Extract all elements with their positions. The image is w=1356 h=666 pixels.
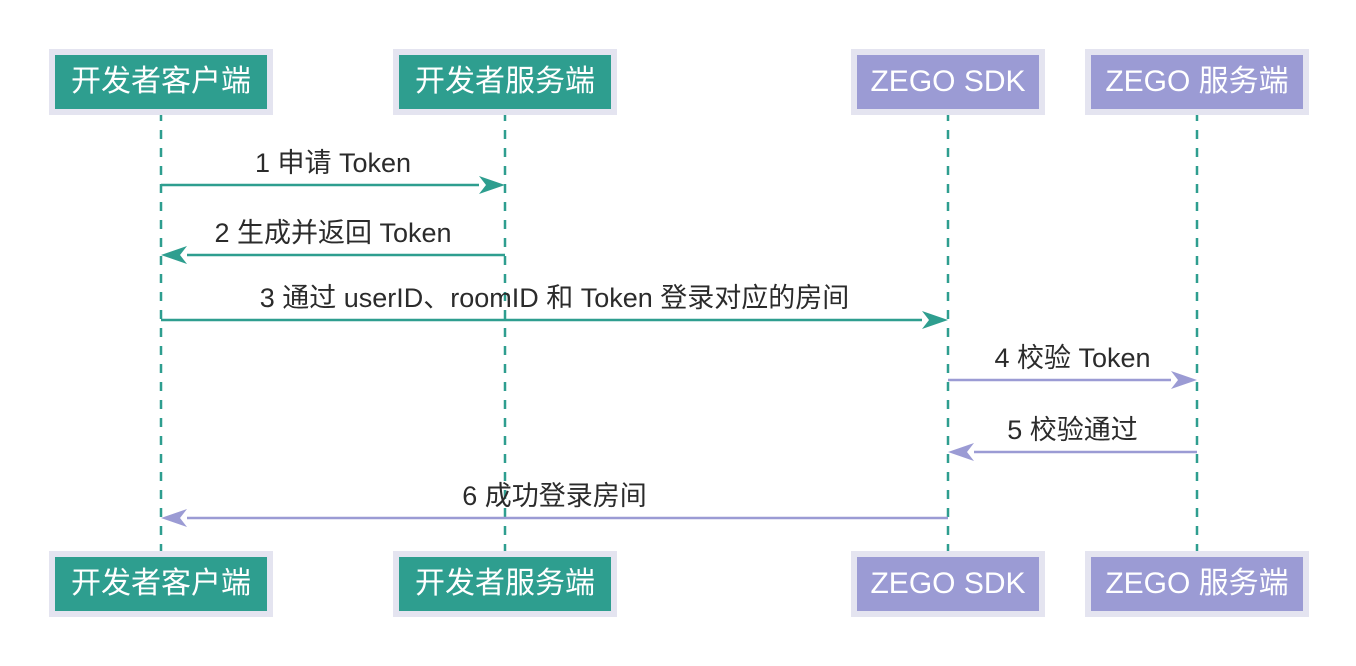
- participant-box-rect: [393, 49, 617, 115]
- participants-top-group: 开发者客户端 开发者服务端 ZEGO SDK ZEGO 服务端: [49, 49, 1309, 115]
- participant-box-rect: [1085, 49, 1309, 115]
- participant-box-rect: [393, 551, 617, 617]
- participant-box-rect: [49, 551, 273, 617]
- participant-label: ZEGO SDK: [870, 65, 1025, 98]
- lifelines-group: [159, 112, 1199, 554]
- participant-dev-server-top[interactable]: 开发者服务端: [393, 49, 617, 115]
- participant-box-rect: [1085, 551, 1309, 617]
- message-arrowhead: [1171, 371, 1197, 389]
- participant-box-rect: [851, 49, 1045, 115]
- participant-label: 开发者服务端: [415, 567, 595, 600]
- message-4[interactable]: 4 校验 Token: [948, 343, 1197, 389]
- message-label: 5 校验通过: [1007, 415, 1138, 445]
- participant-label: ZEGO 服务端: [1105, 65, 1288, 98]
- message-3[interactable]: 3 通过 userID、roomID 和 Token 登录对应的房间: [161, 283, 948, 329]
- participant-label: 开发者服务端: [415, 65, 595, 98]
- message-label: 3 通过 userID、roomID 和 Token 登录对应的房间: [260, 283, 850, 313]
- message-2[interactable]: 2 生成并返回 Token: [161, 218, 505, 264]
- message-label: 6 成功登录房间: [462, 481, 647, 511]
- message-arrowhead: [479, 176, 505, 194]
- participant-zego-sdk-bottom[interactable]: ZEGO SDK: [851, 551, 1045, 617]
- participant-label: ZEGO SDK: [870, 567, 1025, 600]
- message-arrowhead: [161, 246, 187, 264]
- participant-zego-server-bottom[interactable]: ZEGO 服务端: [1085, 551, 1309, 617]
- messages-group: 1 申请 Token 2 生成并返回 Token 3 通过 userID、roomI…: [161, 148, 1197, 527]
- message-label: 2 生成并返回 Token: [214, 218, 451, 248]
- participant-zego-sdk-top[interactable]: ZEGO SDK: [851, 49, 1045, 115]
- message-label: 4 校验 Token: [994, 343, 1150, 373]
- participant-label: 开发者客户端: [71, 567, 251, 600]
- message-arrowhead: [161, 509, 187, 527]
- participant-dev-client-top[interactable]: 开发者客户端: [49, 49, 273, 115]
- participant-zego-server-top[interactable]: ZEGO 服务端: [1085, 49, 1309, 115]
- participant-box-rect: [851, 551, 1045, 617]
- participant-label: 开发者客户端: [71, 65, 251, 98]
- message-label: 1 申请 Token: [255, 148, 411, 178]
- message-arrowhead: [948, 443, 974, 461]
- participant-label: ZEGO 服务端: [1105, 567, 1288, 600]
- message-5[interactable]: 5 校验通过: [948, 415, 1197, 461]
- participant-dev-client-bottom[interactable]: 开发者客户端: [49, 551, 273, 617]
- participant-box-rect: [49, 49, 273, 115]
- participants-bottom-group: 开发者客户端 开发者服务端 ZEGO SDK ZEGO 服务端: [49, 551, 1309, 617]
- message-1[interactable]: 1 申请 Token: [161, 148, 505, 194]
- participant-dev-server-bottom[interactable]: 开发者服务端: [393, 551, 617, 617]
- message-arrowhead: [922, 311, 948, 329]
- message-6[interactable]: 6 成功登录房间: [161, 481, 948, 527]
